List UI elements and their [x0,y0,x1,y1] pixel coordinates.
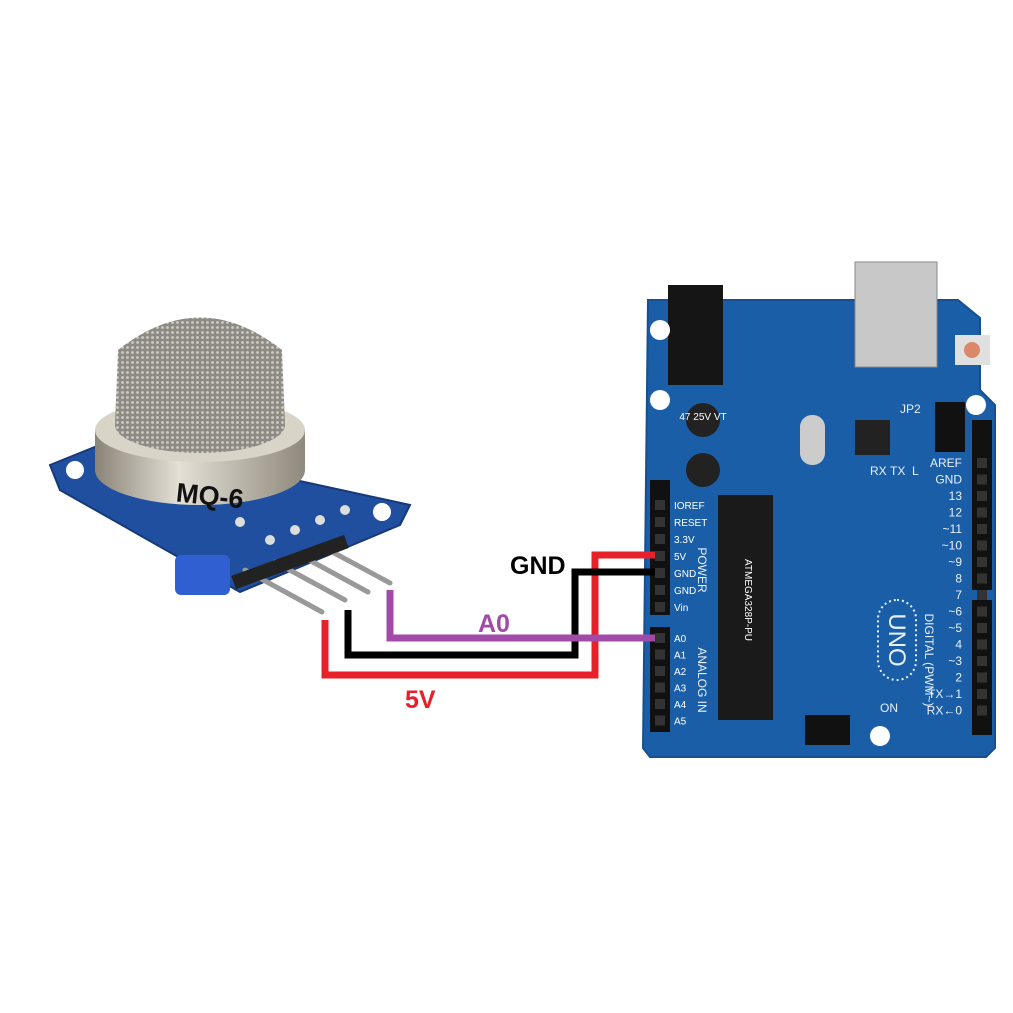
header-socket[interactable] [655,715,665,726]
jp2-label: JP2 [900,402,921,416]
pin-label: A3 [674,684,687,695]
header-socket[interactable] [977,656,987,666]
header-socket[interactable] [977,639,987,650]
pin-label: 5V [674,552,687,563]
pin-label: A1 [674,651,687,662]
pin-label: GND [674,586,696,597]
header-socket[interactable] [655,602,665,612]
pin-label: 13 [949,489,963,503]
reset-button[interactable] [964,342,980,358]
arduino-uno-board: 47 25V VT ATMEGA328P-PU JP2 RX TX L ON I… [641,261,996,758]
pin-label: ~6 [948,605,962,619]
rx-led-label: RX [870,464,887,478]
l-led-label: L [912,464,919,478]
capacitor [686,403,720,487]
pin-label: 4 [955,638,962,652]
pin-label: GND [935,473,962,487]
tx-led-label: TX [890,464,905,478]
header-socket[interactable] [977,573,987,584]
sensor-mesh-dome [115,317,285,453]
analog-section-label: ANALOG IN [695,647,709,712]
dc-jack [668,285,723,385]
wire-label-gnd: GND [510,552,566,580]
header-socket[interactable] [655,633,665,643]
wire-5v [321,551,655,679]
chip-label: ATMEGA328P-PU [742,559,753,641]
header-socket[interactable] [977,491,987,501]
pin-label: ~5 [948,621,962,635]
header-socket[interactable] [655,699,665,709]
uno-logo: UNO [883,613,910,666]
pin-label: 12 [949,506,963,520]
header-socket[interactable] [977,606,987,617]
pin-label: RESET [674,518,707,529]
power-header [650,480,670,615]
usb-port [854,261,938,368]
header-socket[interactable] [655,649,665,660]
header-socket[interactable] [655,534,665,544]
header-socket[interactable] [655,585,665,595]
header-socket[interactable] [977,557,987,567]
pin-label: RX←0 [927,704,963,718]
pin-label: ~9 [948,555,962,569]
on-led-label: ON [880,701,898,715]
atmega-chip [718,495,773,720]
header-socket[interactable] [655,551,665,561]
power-section-label: POWER [695,547,709,593]
header-socket[interactable] [977,507,987,518]
pin-label: TX→1 [928,687,962,701]
pin-label: GND [674,569,696,580]
wire-a0 [386,590,655,642]
capacitor-label: 47 25V VT [679,412,726,423]
pin-label: Vin [674,603,688,614]
pin-label: A4 [674,700,687,711]
pin-label: ~3 [948,654,962,668]
header-socket[interactable] [977,474,987,485]
sensor-label: MQ-6 [175,478,245,515]
mq6-sensor-module: MQ-6 [48,317,412,615]
pin-label: ~10 [942,539,963,553]
pin-label: 3.3V [674,535,695,546]
mount-hole [66,461,84,479]
header-socket[interactable] [977,705,987,716]
pin-label: A5 [674,717,687,728]
icsp-header [805,715,850,745]
header-socket[interactable] [977,672,987,683]
header-socket[interactable] [977,458,987,468]
wire-label-a0: A0 [478,610,510,638]
usb-chip [855,420,890,455]
potentiometer [175,555,230,595]
wire-label-5v: 5V [405,686,436,714]
digital-header-bottom [972,600,992,735]
header-socket[interactable] [655,682,665,693]
header-socket[interactable] [655,568,665,578]
pin-label: ~11 [943,522,963,536]
pin-label: A0 [674,634,687,645]
sensor-solder-pads [235,505,350,545]
header-socket[interactable] [655,517,665,527]
pin-label: 7 [955,588,962,602]
wires [321,551,655,679]
header-socket[interactable] [977,623,987,633]
digital-section-label: DIGITAL (PWM~) [922,614,936,707]
pin-label: AREF [930,456,962,470]
header-socket[interactable] [977,689,987,699]
pin-label: 8 [955,572,962,586]
header-socket[interactable] [655,666,665,676]
header-socket[interactable] [655,500,665,510]
wire-gnd [344,568,655,659]
header-socket[interactable] [977,590,987,600]
pin-label: IOREF [674,501,705,512]
pin-label: A2 [674,667,687,678]
pin-label: 2 [955,671,962,685]
crystal [800,415,825,465]
mount-hole [373,503,391,521]
header-socket[interactable] [977,540,987,551]
header-socket[interactable] [977,524,987,534]
